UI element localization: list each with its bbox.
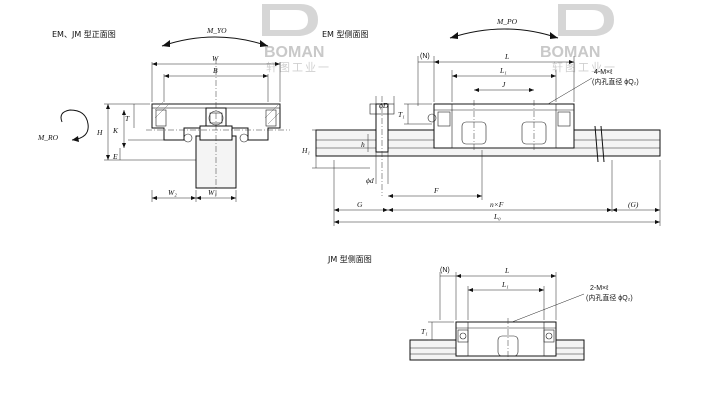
label-k: K: [112, 126, 119, 135]
em-block: [433, 103, 575, 149]
jm-label-l1: L₁: [501, 280, 509, 289]
label-n-times-f: n×F: [490, 200, 504, 209]
label-l: L: [504, 52, 509, 61]
jm-hole-sub: (内孔直径 ϕQ₂): [586, 293, 633, 302]
label-e: E: [112, 152, 118, 161]
label-n: (N): [420, 53, 430, 60]
label-m-po: M_PO: [496, 17, 518, 26]
watermark-right: BOMAN 轩图工业一: [540, 4, 617, 74]
label-j: J: [502, 80, 506, 89]
pitch-moment-arrow: [449, 28, 559, 39]
label-m-yo: M_YO: [206, 26, 227, 35]
roll-moment-arrow: [60, 109, 89, 141]
jm-block: [455, 321, 557, 357]
label-g-paren: (G): [628, 200, 639, 209]
label-h: H: [96, 128, 103, 137]
watermark-left: BOMAN 轩图工业一: [262, 4, 331, 74]
label-l0: L₀: [493, 212, 501, 221]
front-view-title: EM、JM 型正面图: [52, 30, 116, 39]
label-f: F: [433, 186, 439, 195]
label-phi-d-lower: ϕd: [366, 176, 374, 185]
front-view: M_YO W B: [37, 26, 290, 202]
watermark-chinese: 轩图工业一: [266, 60, 331, 74]
label-phi-d-upper: ϕD: [379, 101, 389, 110]
jm-label-l: L: [504, 266, 509, 275]
jm-label-t1: T₁: [421, 327, 428, 336]
jm-side-view: (N) L L₁ 2-M×ℓ (内孔直径 ϕQ₂) T₁: [409, 266, 633, 361]
jm-label-n: (N): [440, 267, 450, 274]
watermark-chinese: 轩图工业一: [552, 60, 617, 74]
label-b: B: [213, 66, 218, 75]
label-h1: H₁: [301, 146, 310, 155]
jm-hole-note: 2-M×ℓ: [590, 285, 609, 292]
watermark-brand: BOMAN: [540, 44, 600, 61]
label-g: G: [357, 200, 363, 209]
label-w2: W₂: [168, 188, 177, 197]
label-w: W: [212, 54, 219, 63]
yaw-moment-arrow: [161, 36, 269, 47]
em-side-view-title: EM 型侧面图: [322, 29, 369, 39]
label-t1: T₁: [398, 110, 405, 119]
watermark-brand: BOMAN: [264, 44, 324, 61]
label-m-ro: M_RO: [37, 133, 59, 142]
em-hole-sub: (内孔直径 ϕQ₂): [592, 77, 639, 86]
label-w1: W₁: [208, 188, 217, 197]
em-side-view: M_PO (N) L: [301, 17, 661, 226]
label-l1: L₁: [499, 66, 507, 75]
jm-side-view-title: JM 型侧面图: [327, 254, 372, 264]
label-h-lower: h: [361, 140, 365, 149]
label-t: T: [125, 114, 130, 123]
em-hole-note: 4-M×ℓ: [594, 69, 613, 76]
